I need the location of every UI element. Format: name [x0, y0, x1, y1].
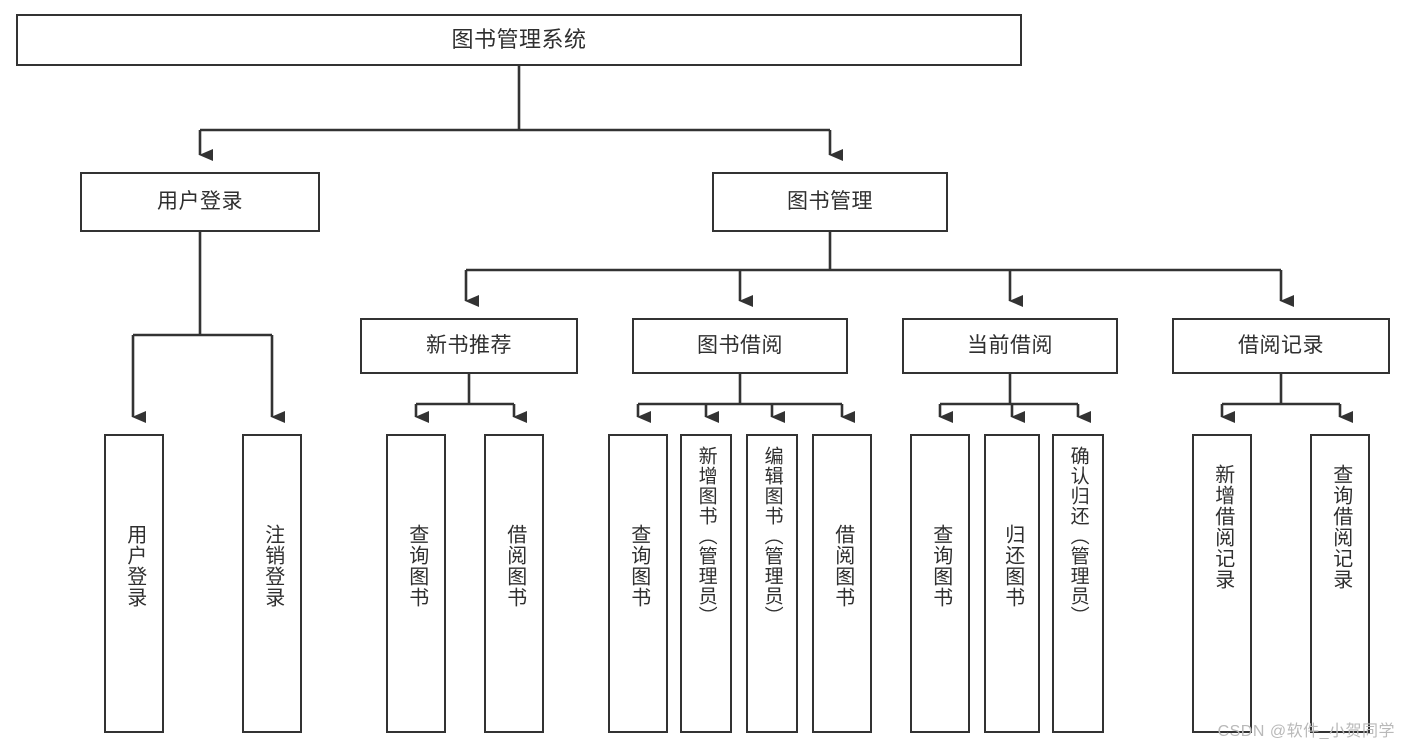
leaf-edit-book-label: 编辑图书（管理员）: [761, 446, 783, 626]
node-root-label: 图书管理系统: [451, 26, 587, 52]
node-book-manage[interactable]: 图书管理: [712, 172, 948, 232]
leaf-user-login-label: 用户登录: [123, 524, 146, 608]
csdn-watermark: CSDN @软件_小贺同学: [1217, 723, 1395, 740]
node-borrow-record[interactable]: 借阅记录: [1172, 318, 1390, 374]
node-book-borrow-label: 图书借阅: [697, 334, 783, 358]
leaf-add-book-label: 新增图书（管理员）: [695, 446, 717, 626]
node-new-book-rec-label: 新书推荐: [426, 334, 512, 358]
leaf-borrow-book-rec-label: 借阅图书: [503, 524, 526, 608]
leaf-add-record[interactable]: 新增借阅记录: [1192, 434, 1252, 733]
leaf-query-book-cur-label: 查询图书: [929, 524, 952, 608]
leaf-query-record-label: 查询借阅记录: [1329, 464, 1352, 590]
leaf-logout-label: 注销登录: [261, 524, 284, 608]
leaf-logout[interactable]: 注销登录: [242, 434, 302, 733]
leaf-confirm-return[interactable]: 确认归还（管理员）: [1052, 434, 1104, 733]
leaf-return-book[interactable]: 归还图书: [984, 434, 1040, 733]
leaf-add-record-label: 新增借阅记录: [1211, 464, 1234, 590]
node-borrow-record-label: 借阅记录: [1238, 334, 1324, 358]
node-user-login[interactable]: 用户登录: [80, 172, 320, 232]
leaf-query-book-cur[interactable]: 查询图书: [910, 434, 970, 733]
leaf-query-book-rec[interactable]: 查询图书: [386, 434, 446, 733]
node-new-book-rec[interactable]: 新书推荐: [360, 318, 578, 374]
leaf-query-book-borrow[interactable]: 查询图书: [608, 434, 668, 733]
leaf-query-book-rec-label: 查询图书: [405, 524, 428, 608]
leaf-query-record[interactable]: 查询借阅记录: [1310, 434, 1370, 733]
node-book-manage-label: 图书管理: [787, 190, 873, 214]
leaf-user-login[interactable]: 用户登录: [104, 434, 164, 733]
leaf-edit-book[interactable]: 编辑图书（管理员）: [746, 434, 798, 733]
node-current-borrow-label: 当前借阅: [967, 334, 1053, 358]
leaf-borrow-book-rec[interactable]: 借阅图书: [484, 434, 544, 733]
node-user-login-label: 用户登录: [157, 190, 243, 214]
leaf-confirm-return-label: 确认归还（管理员）: [1067, 446, 1089, 626]
leaf-borrow-book[interactable]: 借阅图书: [812, 434, 872, 733]
leaf-add-book[interactable]: 新增图书（管理员）: [680, 434, 732, 733]
node-book-borrow[interactable]: 图书借阅: [632, 318, 848, 374]
leaf-return-book-label: 归还图书: [1001, 524, 1024, 608]
node-root[interactable]: 图书管理系统: [16, 14, 1022, 66]
leaf-borrow-book-label: 借阅图书: [831, 524, 854, 608]
node-current-borrow[interactable]: 当前借阅: [902, 318, 1118, 374]
leaf-query-book-borrow-label: 查询图书: [627, 524, 650, 608]
